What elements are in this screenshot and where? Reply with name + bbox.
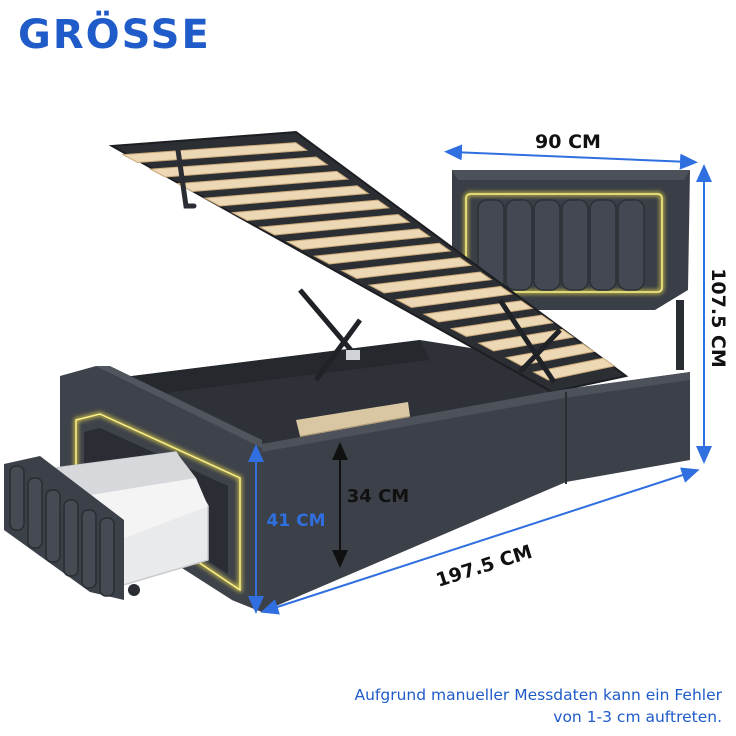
measurement-note-line-1: Aufgrund manueller Messdaten kann ein Fe… bbox=[354, 686, 722, 704]
width-label: 90 CM bbox=[535, 131, 601, 153]
slatted-frame bbox=[108, 130, 629, 394]
slat bbox=[121, 142, 309, 163]
headboard-height-label: 107.5 CM bbox=[707, 268, 729, 368]
slat bbox=[148, 156, 329, 178]
slat bbox=[367, 271, 493, 294]
slat bbox=[230, 199, 391, 221]
slat bbox=[175, 170, 350, 192]
measurement-note: Aufgrund manueller Messdaten kann ein Fe… bbox=[354, 684, 722, 728]
length-label: 197.5 CM bbox=[433, 541, 535, 592]
dimension-side-height: 41 CM bbox=[248, 444, 326, 614]
slat bbox=[340, 257, 473, 279]
dimension-inner-height: 34 CM bbox=[332, 442, 409, 568]
slat bbox=[285, 228, 432, 250]
drawer bbox=[4, 451, 209, 600]
headboard bbox=[452, 170, 690, 370]
slat bbox=[532, 357, 616, 381]
dimension-width: 90 CM bbox=[444, 131, 698, 170]
inner-height-label: 34 CM bbox=[347, 486, 409, 507]
slat bbox=[395, 285, 514, 308]
slat bbox=[312, 242, 452, 265]
dimension-headboard-height: 107.5 CM bbox=[696, 164, 729, 464]
side-height-label: 41 CM bbox=[267, 511, 326, 531]
measurement-note-line-2: von 1-3 cm auftreten. bbox=[553, 708, 722, 726]
slat bbox=[258, 213, 411, 236]
page-title: GRÖSSE bbox=[18, 12, 211, 58]
slat bbox=[203, 185, 370, 207]
